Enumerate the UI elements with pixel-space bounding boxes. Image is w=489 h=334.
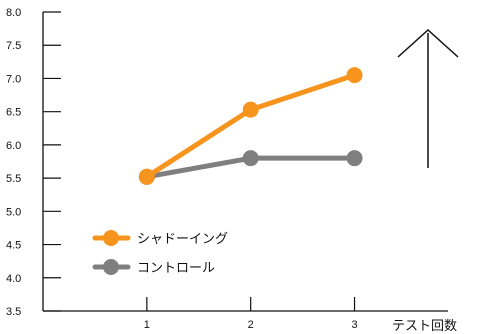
- y-tick-label: 8.0: [6, 7, 21, 19]
- legend-label: シャドーイング: [137, 232, 228, 247]
- y-tick-label: 7.5: [6, 40, 21, 52]
- y-tick-label: 6.5: [6, 107, 21, 119]
- data-point: [242, 150, 259, 167]
- legend-label: コントロール: [137, 261, 215, 276]
- axes: [42, 12, 448, 312]
- arrow-head: [397, 28, 459, 58]
- legend-swatch-marker: [103, 230, 119, 246]
- y-tick-label: 3.5: [6, 306, 21, 318]
- data-point: [242, 101, 259, 118]
- legend-swatch-marker: [103, 259, 119, 275]
- up-arrow-icon: [397, 28, 459, 168]
- x-ticks: 1 2 3: [144, 297, 358, 331]
- y-tick-label: 6.0: [6, 140, 21, 152]
- data-point: [346, 67, 363, 84]
- data-point: [346, 150, 363, 167]
- y-tick-label: 4.5: [6, 240, 21, 252]
- x-tick-label: 2: [248, 319, 254, 331]
- y-tick-label: 7.0: [6, 73, 21, 85]
- y-tick-label: 5.5: [6, 173, 21, 185]
- x-tick-label: 3: [351, 319, 357, 331]
- y-tick-label: 5.0: [6, 206, 21, 218]
- y-tick-label: 4.0: [6, 273, 21, 285]
- series-group: [138, 67, 363, 185]
- data-point: [138, 168, 155, 185]
- y-ticks: 3.5 4.0 4.5 5.0 5.5 6.0 6.5 7.0 7.5 8.0: [6, 7, 61, 318]
- x-tick-label: 1: [144, 319, 150, 331]
- x-axis-title: テスト回数: [392, 319, 457, 334]
